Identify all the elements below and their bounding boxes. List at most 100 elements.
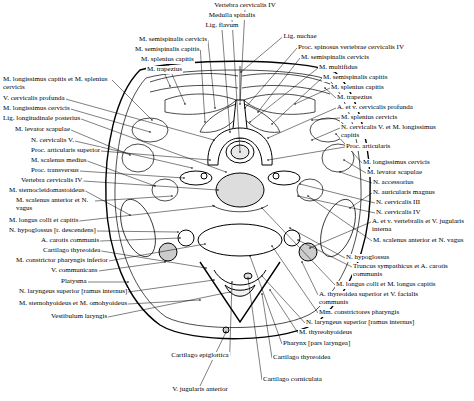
vertebral-artery-left (201, 173, 207, 179)
leader-line (200, 50, 205, 122)
leader-line (112, 80, 152, 120)
leader-line (272, 246, 318, 313)
leader-dot (229, 291, 231, 293)
leader-dot (213, 139, 215, 141)
anatomy-label: N. laryngeus superior [ramus internus] (18, 288, 128, 296)
anatomy-label: M. splenius capitis (140, 56, 195, 64)
anatomy-label: M. semispinalis capitis (322, 74, 388, 82)
leader-dot (205, 267, 207, 269)
anatomy-label: M. longus colli et M. longus capitis (335, 281, 437, 289)
leader-line (295, 88, 330, 104)
anatomy-label: Vertebra cervicalis IV (20, 177, 83, 185)
longus-colli (212, 205, 268, 212)
leader-dot (244, 107, 246, 109)
leader-dot (297, 195, 299, 197)
leader-dot (249, 121, 251, 123)
scalenus-left (152, 179, 178, 201)
jugular-right (299, 243, 317, 261)
leader-line (81, 119, 226, 172)
leader-dot (297, 239, 299, 241)
leader-line (241, 37, 282, 72)
leader-dot (307, 195, 309, 197)
anatomy-label: V. cervicalis profunda (2, 95, 66, 103)
anatomy-label: A. thyreoidea superior et V. facialis co… (318, 291, 420, 306)
semispinalis-right (244, 104, 280, 132)
leader-line (272, 78, 322, 124)
leader-dot (213, 279, 215, 281)
anatomy-label: M. scalenus anterior et N. vagus (372, 237, 466, 245)
leader-dot (349, 207, 351, 209)
anatomy-label: M. constrictor pharyngis inferior (15, 257, 109, 265)
anatomy-label: Proc. spinosus vertebrae cervicalis IV (297, 44, 405, 52)
epiglottis (214, 270, 266, 285)
leader-dot (129, 154, 131, 156)
anatomy-label: N. auricularis magnus (372, 189, 436, 197)
leader-line (208, 40, 215, 108)
anatomy-label: Proc. articularis (345, 143, 391, 151)
leader-dot (311, 139, 313, 141)
anatomy-label: M. longus colli et capitis (8, 217, 79, 225)
leader-line (66, 99, 215, 140)
transverse-process-left (180, 171, 212, 185)
anatomy-label: Cartilago epiglottica (170, 352, 229, 360)
anatomy-label: V. jugularis anterior (171, 386, 229, 394)
anatomy-label: Vestibulum laryngis (50, 313, 108, 321)
leader-dot (311, 119, 313, 121)
leader-line (298, 196, 375, 213)
anatomy-label: M. trapezius (146, 66, 183, 74)
leader-line (165, 74, 171, 86)
leader-line (250, 256, 282, 344)
anatomy-label: M. semispinalis capitis (134, 46, 200, 54)
leader-line (262, 294, 272, 358)
corniculate-cartilage (244, 273, 252, 279)
anatomy-label: N. cervicalis III (375, 199, 421, 207)
leader-line (80, 171, 184, 178)
leader-dot (247, 277, 249, 279)
leader-line (128, 280, 214, 292)
leader-line (245, 48, 297, 108)
leader-dot (171, 195, 173, 197)
vertebral-arch (208, 128, 272, 165)
leader-dot (127, 281, 129, 283)
trapezius-left (150, 74, 238, 92)
anatomy-label: M. longissimus cervicis (362, 159, 431, 167)
anterior-jugular (223, 327, 229, 333)
leader-dot (177, 231, 179, 233)
leader-dot (324, 87, 326, 89)
leader-dot (239, 103, 241, 105)
anatomy-label: V. communicans (50, 267, 99, 275)
anatomy-label: Vertebra cervicalis IV (213, 2, 276, 10)
leader-dot (154, 185, 156, 187)
trapezius-right (242, 74, 330, 94)
anatomy-label: Proc. transversus (30, 167, 80, 175)
leader-dot (151, 119, 153, 121)
anatomy-label: M. semispinalis cervicis (138, 36, 208, 44)
anatomy-label: Lig. flavum (204, 22, 239, 30)
leader-line (248, 278, 262, 380)
platysma-line (115, 70, 361, 328)
leader-dot (261, 275, 263, 277)
vertebral-artery-right (273, 173, 279, 179)
leader-dot (261, 293, 263, 295)
leader-dot (183, 177, 185, 179)
transverse-process-right (268, 171, 300, 185)
spinal-canal (226, 141, 254, 163)
anatomy-label: M. longissimus capitis et M. splenius ce… (2, 76, 112, 91)
leader-dot (267, 137, 269, 139)
leader-dot (339, 171, 341, 173)
semispinalis-left (200, 104, 236, 132)
leader-line (100, 238, 180, 241)
anatomy-label: Pharynx [pars laryngea] (282, 340, 351, 348)
leader-line (87, 161, 155, 186)
leader-dot (217, 189, 219, 191)
leader-line (300, 184, 375, 203)
leader-dot (343, 159, 345, 161)
anatomy-label: A. et v. vertebralis et V. jugularis int… (371, 218, 473, 233)
anatomy-label: Lig. longitudinale posterius (2, 115, 81, 123)
anatomy-label: Mm. constrictores pharyngis (318, 309, 400, 317)
leader-dot (271, 123, 273, 125)
leader-line (97, 231, 178, 232)
leader-dot (225, 331, 227, 333)
leader-dot (309, 247, 311, 249)
leader-line (109, 244, 205, 261)
